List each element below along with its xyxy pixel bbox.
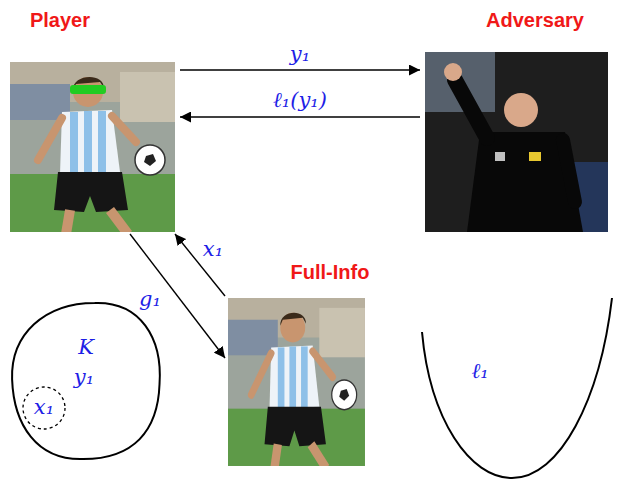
loss-curve [422, 298, 612, 478]
edge-label: g₁ [137, 288, 163, 311]
edge-label: y₁ [288, 43, 312, 66]
edge-label: ℓ₁(y₁) [271, 89, 329, 112]
math-symbol: x₁ [34, 396, 54, 419]
full-info-node: Full-Info [225, 258, 385, 470]
set-outline-path [12, 303, 160, 459]
math-symbol: K [78, 336, 94, 359]
full-info-photo [228, 298, 365, 468]
neighbourhood-circle: x₁ [22, 386, 66, 430]
blindfold [70, 85, 106, 94]
arrow-connector [130, 234, 225, 358]
arrow-connector [180, 116, 420, 117]
referee-photo [425, 52, 608, 232]
adversary-node: Adversary [420, 4, 614, 234]
node-heading: Player [30, 9, 90, 31]
function-label: ℓ₁ [471, 360, 488, 383]
node-heading: Full-Info [291, 261, 370, 283]
dashed-circle-path [23, 387, 65, 429]
arrow-connector [180, 69, 420, 70]
player-photo [10, 62, 175, 234]
arrow-connector [175, 234, 225, 296]
node-heading: Adversary [486, 9, 584, 31]
feasible-set: Ky₁ x₁ [4, 298, 166, 464]
edge-label: x₁ [201, 238, 225, 261]
player-node: Player [8, 4, 180, 234]
math-symbol: y₁ [74, 366, 94, 389]
